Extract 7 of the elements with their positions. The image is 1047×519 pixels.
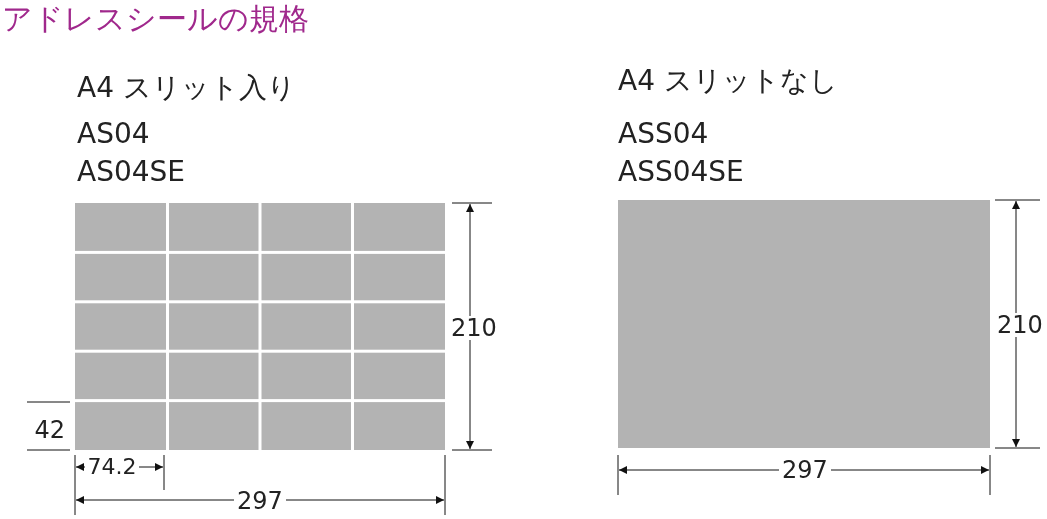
model-number: ASS04 (618, 120, 709, 148)
sheet-heading: A4 スリット入り (77, 74, 296, 102)
title: アドレスシールの規格 (2, 4, 309, 34)
model-number: AS04SE (77, 158, 186, 186)
model-number: AS04 (77, 120, 150, 148)
sheet-heading: A4 スリットなし (618, 67, 838, 95)
model-number: ASS04SE (618, 158, 744, 186)
